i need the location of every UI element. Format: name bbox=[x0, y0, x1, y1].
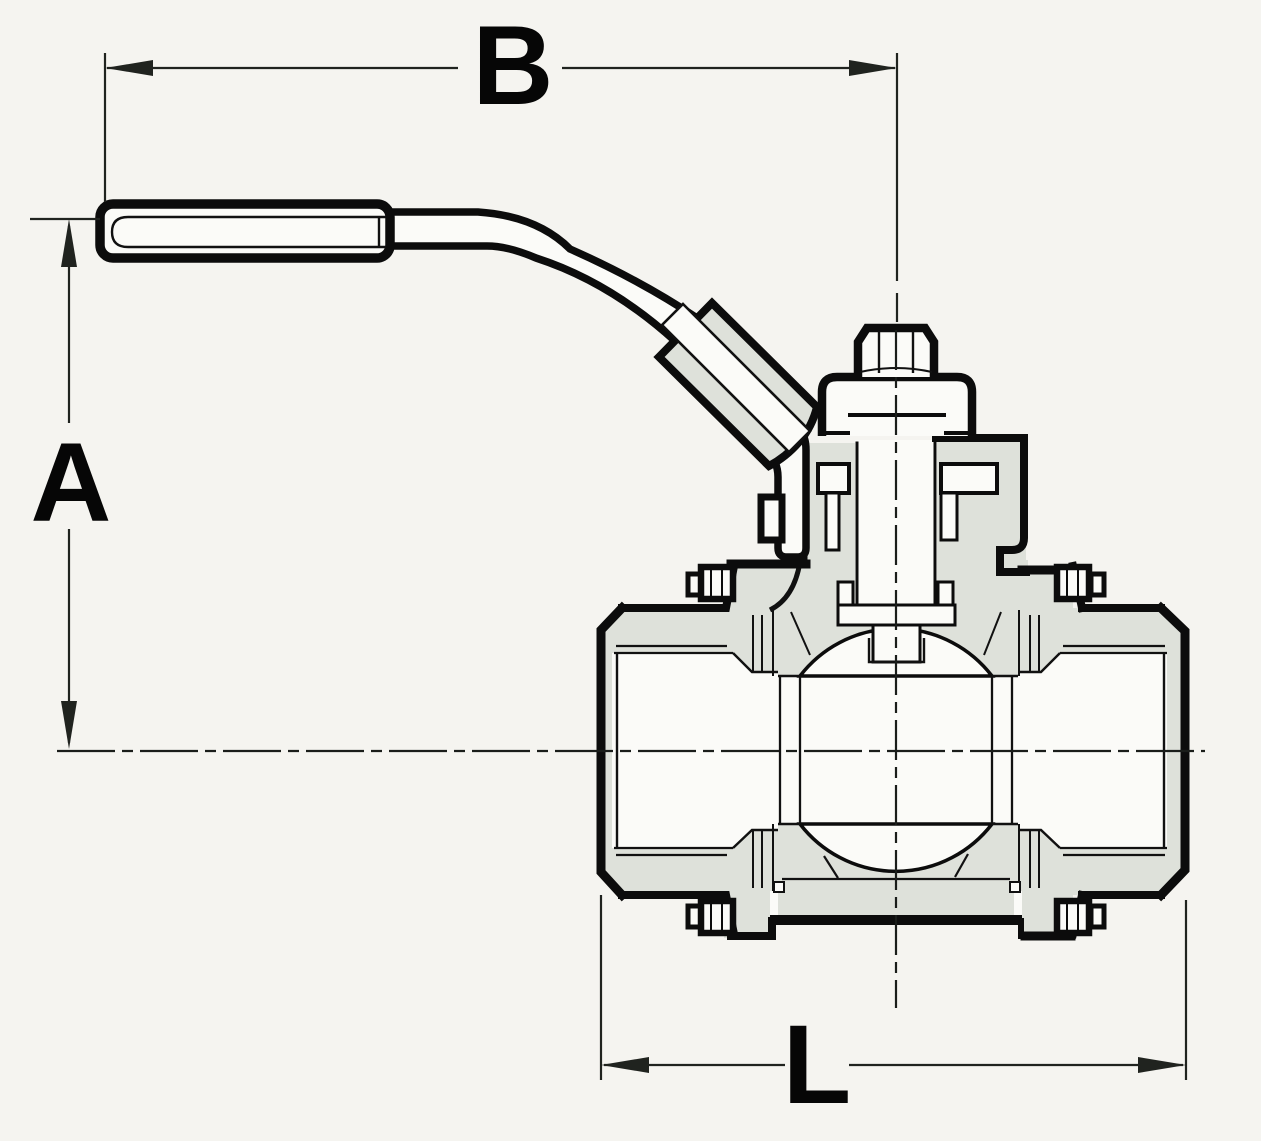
bottom-step-notch-left bbox=[770, 891, 778, 919]
dim-a-arrow-bottom bbox=[61, 701, 77, 749]
handle-grip-inner bbox=[110, 215, 386, 249]
bolt-top-left bbox=[685, 563, 737, 603]
dimension-label-l: L bbox=[783, 1002, 851, 1127]
dim-a-arrow-top bbox=[61, 219, 77, 267]
handle-bar-through-sleeve bbox=[660, 302, 812, 454]
ball-bottom-arc bbox=[796, 822, 996, 874]
dimension-label-b: B bbox=[473, 3, 554, 128]
dim-b-arrow-left bbox=[105, 60, 153, 76]
handle-stop-tab bbox=[757, 493, 786, 544]
handle-grip bbox=[95, 199, 395, 263]
centerlines bbox=[57, 330, 1205, 1008]
dimension-l bbox=[599, 895, 1188, 1080]
dim-l-label-bg bbox=[785, 1012, 849, 1108]
dimension-b bbox=[103, 53, 899, 322]
dim-b-label-bg bbox=[462, 8, 562, 110]
dim-l-arrow-right bbox=[1138, 1057, 1186, 1073]
bolt-top-right bbox=[1053, 563, 1107, 603]
bolt-bottom-right bbox=[1053, 897, 1107, 937]
packing-pockets bbox=[816, 462, 999, 610]
dimension-label-a: A bbox=[31, 420, 112, 545]
handle bbox=[95, 199, 822, 561]
cap-bolts bbox=[685, 563, 1107, 937]
dimension-a bbox=[30, 217, 100, 749]
bolt-bottom-left bbox=[685, 897, 737, 937]
stem-nut-facets bbox=[877, 331, 915, 373]
dim-l-arrow-left bbox=[601, 1057, 649, 1073]
dim-b-arrow-right bbox=[849, 60, 897, 76]
bottom-step-notch-right bbox=[1014, 891, 1022, 919]
dim-a-label-bg bbox=[25, 424, 117, 528]
detail-lines bbox=[614, 561, 1167, 893]
